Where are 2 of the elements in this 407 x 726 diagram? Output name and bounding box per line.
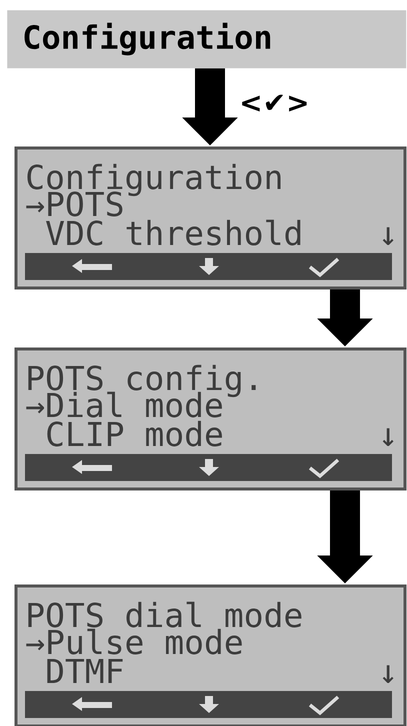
title-bar: Configuration	[7, 10, 406, 68]
edge-label: <✔>	[242, 94, 307, 112]
